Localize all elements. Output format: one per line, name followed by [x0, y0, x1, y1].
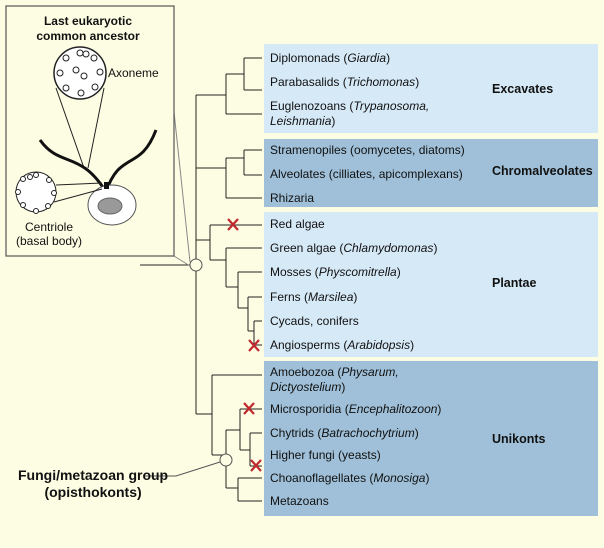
- lca-title: Last eukaryotic common ancestor: [36, 14, 140, 43]
- taxon-euglenozoans: Euglenozoans (Trypanosoma,: [270, 99, 430, 113]
- taxon-higher-fungi: Higher fungi (yeasts): [270, 448, 381, 462]
- plantae-panel: [264, 212, 598, 357]
- chromalveolates-panel: [264, 139, 598, 207]
- taxon-choanoflagellates: Choanoflagellates (Monosiga): [270, 471, 430, 485]
- opisthokont-node-circle: [219, 453, 233, 467]
- taxon-red-algae: Red algae: [270, 217, 325, 231]
- taxon-metazoans: Metazoans: [270, 494, 329, 508]
- taxon-mosses: Mosses (Physcomitrella): [270, 265, 401, 279]
- taxon-amoebozoa: Amoebozoa (Physarum,: [270, 365, 399, 379]
- taxon-alveolates: Alveolates (cilliates, apicomplexans): [270, 167, 463, 181]
- group-unikonts: Unikonts: [492, 432, 546, 446]
- lca-inset-box: [5, 5, 175, 257]
- nucleus: [97, 197, 123, 215]
- unikonts-panel: [264, 361, 598, 516]
- taxon-parabasalids: Parabasalids (Trichomonas): [270, 75, 420, 89]
- taxon-diplomonads: Diplomonads (Giardia): [270, 51, 391, 65]
- taxon-rhizaria: Rhizaria: [270, 191, 315, 205]
- taxon-ferns: Ferns (Marsilea): [270, 290, 358, 304]
- fungi-metazoan-label: Fungi/metazoan group (opisthokonts): [18, 467, 169, 500]
- centriole-label: Centriole (basal body): [16, 220, 83, 248]
- group-chromalveolates: Chromalveolates: [492, 164, 593, 178]
- root-node-circle: [189, 258, 203, 272]
- excavates-panel: [264, 44, 486, 133]
- taxon-angiosperms: Angiosperms (Arabidopsis): [270, 338, 415, 352]
- group-plantae: Plantae: [492, 276, 537, 290]
- taxon-cycads: Cycads, conifers: [270, 314, 359, 328]
- taxon-chytrids: Chytrids (Batrachochytrium): [270, 426, 419, 440]
- loss-marks: [227, 218, 262, 472]
- taxon-microsporidia: Microsporidia (Encephalitozoon): [270, 402, 442, 416]
- group-excavates: Excavates: [492, 82, 554, 96]
- excavates-label-panel: [486, 44, 598, 133]
- taxon-stramenopiles: Stramenopiles (oomycetes, diatoms): [270, 143, 465, 157]
- taxon-amoebozoa-cont: Dictyostelium): [270, 380, 346, 394]
- taxon-euglenozoans-cont: Leishmania): [270, 114, 336, 128]
- taxon-green-algae: Green algae (Chlamydomonas): [270, 241, 438, 255]
- axoneme-label: Axoneme: [108, 66, 159, 80]
